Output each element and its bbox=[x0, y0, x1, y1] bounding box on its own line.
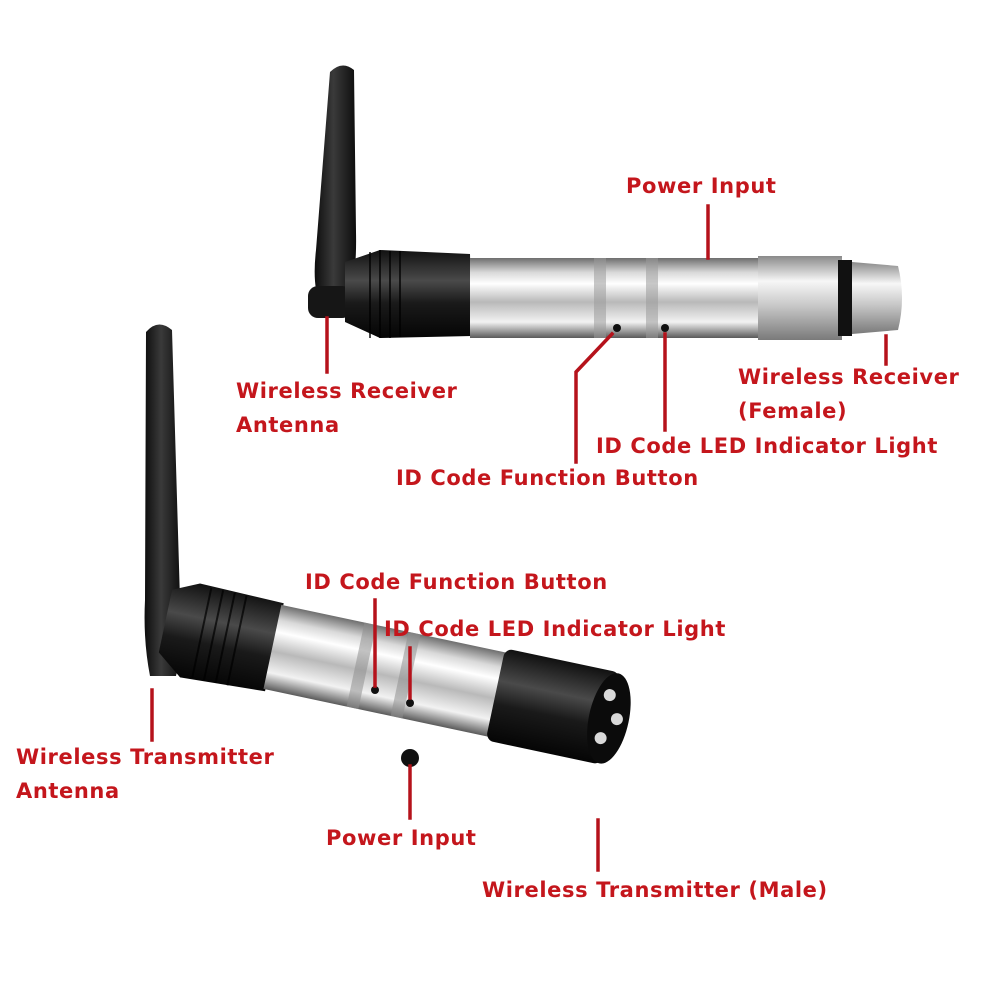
transmitter-pin-1 bbox=[603, 689, 616, 702]
label-receiver-connector: Wireless Receiver (Female) bbox=[738, 361, 960, 428]
receiver-led-hole bbox=[661, 324, 669, 332]
label-receiver-power-input: Power Input bbox=[626, 174, 777, 198]
label-receiver-antenna-line1: Wireless Receiver bbox=[236, 379, 458, 403]
transmitter-pin-3 bbox=[594, 732, 607, 745]
transmitter-pin-2 bbox=[610, 713, 623, 726]
label-transmitter-power-input: Power Input bbox=[326, 826, 477, 850]
receiver-antenna-hinge bbox=[308, 286, 352, 318]
receiver-xlr-ring bbox=[838, 260, 852, 336]
label-receiver-button: ID Code Function Button bbox=[396, 466, 699, 490]
receiver-grip bbox=[345, 250, 472, 338]
label-receiver-antenna-line2: Antenna bbox=[236, 412, 340, 437]
receiver-ring-2 bbox=[646, 258, 658, 338]
transmitter-ring-1 bbox=[346, 622, 377, 710]
transmitter-body bbox=[263, 604, 507, 737]
transmitter-grip bbox=[158, 583, 284, 692]
label-transmitter-led: ID Code LED Indicator Light bbox=[384, 617, 726, 641]
transmitter-power-hole bbox=[401, 749, 419, 767]
label-transmitter-antenna: Wireless Transmitter Antenna bbox=[16, 741, 274, 808]
receiver-ring-1 bbox=[594, 258, 606, 338]
transmitter-antenna-icon bbox=[144, 324, 182, 676]
label-receiver-antenna: Wireless Receiver Antenna bbox=[236, 375, 458, 442]
receiver-xlr-sleeve bbox=[758, 256, 842, 340]
transmitter-device bbox=[144, 324, 631, 767]
transmitter-ring-2 bbox=[390, 631, 421, 719]
label-transmitter-antenna-line2: Antenna bbox=[16, 778, 120, 803]
receiver-button-hole bbox=[613, 324, 621, 332]
transmitter-button-hole bbox=[371, 686, 379, 694]
label-transmitter-antenna-line1: Wireless Transmitter bbox=[16, 745, 275, 769]
label-transmitter-button: ID Code Function Button bbox=[305, 570, 608, 594]
label-receiver-connector-line1: Wireless Receiver bbox=[738, 365, 960, 389]
leader-receiver-button bbox=[574, 331, 615, 464]
transmitter-xlr-sleeve bbox=[487, 649, 620, 764]
receiver-device bbox=[308, 65, 902, 340]
label-receiver-connector-line2: (Female) bbox=[738, 398, 848, 423]
receiver-xlr-face bbox=[852, 262, 902, 334]
label-transmitter-connector: Wireless Transmitter (Male) bbox=[482, 878, 828, 902]
transmitter-led-hole bbox=[406, 699, 414, 707]
receiver-antenna-icon bbox=[314, 65, 357, 304]
label-receiver-led: ID Code LED Indicator Light bbox=[596, 434, 938, 458]
leader-lines bbox=[150, 204, 888, 872]
